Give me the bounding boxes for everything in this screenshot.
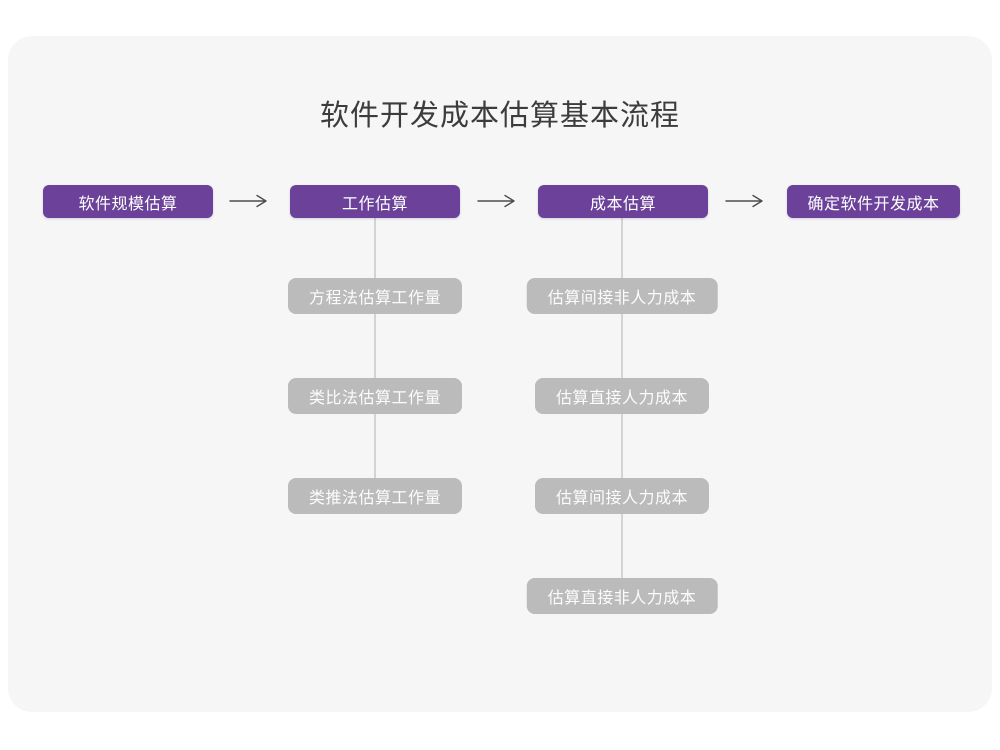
connector-line-work-estimation — [374, 218, 376, 496]
diagram-card — [8, 36, 992, 712]
flow-node-software-scale-estimation: 软件规模估算 — [43, 185, 213, 218]
diagram-title: 软件开发成本估算基本流程 — [319, 100, 680, 132]
sub-node-indirect-nonlabor-cost: 估算间接非人力成本 — [526, 278, 718, 314]
sub-node-extrapolation-method: 类推法估算工作量 — [287, 478, 463, 514]
sub-node-direct-labor-cost: 估算直接人力成本 — [534, 378, 710, 414]
sub-node-analogy-method: 类比法估算工作量 — [287, 378, 463, 414]
flow-node-cost-estimation: 成本估算 — [538, 185, 708, 218]
arrow-right-icon — [477, 194, 515, 208]
arrow-right-icon — [229, 194, 267, 208]
sub-node-direct-nonlabor-cost: 估算直接非人力成本 — [526, 578, 718, 614]
sub-node-equation-method: 方程法估算工作量 — [287, 278, 463, 314]
flow-node-work-estimation: 工作估算 — [290, 185, 460, 218]
flow-node-determine-development-cost: 确定软件开发成本 — [787, 185, 960, 218]
arrow-right-icon — [725, 194, 763, 208]
sub-node-indirect-labor-cost: 估算间接人力成本 — [534, 478, 710, 514]
